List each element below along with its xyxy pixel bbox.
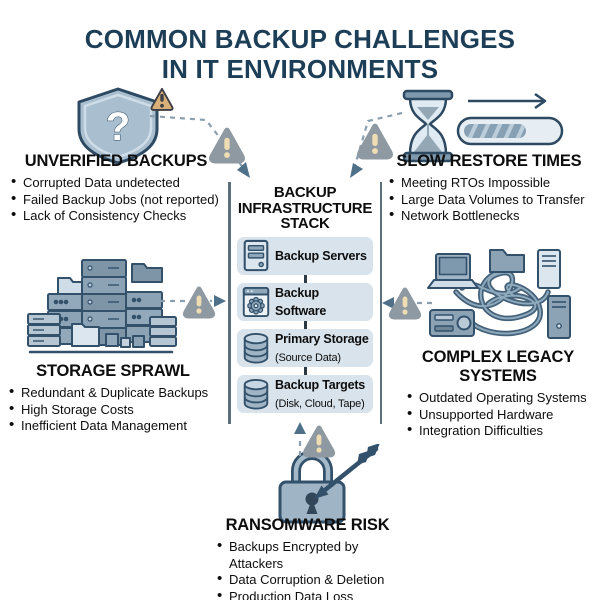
section-slow-restore-times: SLOW RESTORE TIMES Meeting RTOs Impossib…: [388, 152, 590, 225]
bullet-item: Failed Backup Jobs (not reported): [10, 191, 222, 209]
bullet-item: Backups Encrypted by Attackers: [216, 538, 415, 572]
layer-connector: [303, 320, 307, 329]
tangled-cables-icon: [427, 249, 571, 339]
svg-text:?: ?: [106, 105, 130, 149]
warning-triangle-icon: [391, 290, 418, 317]
page-title-line1: COMMON BACKUP CHALLENGES: [84, 24, 516, 54]
stack-title-line3: STACK: [280, 215, 330, 232]
layer-connector: [303, 274, 307, 283]
bullet-item: Lack of Consistency Checks: [10, 207, 222, 225]
stack-layers: Backup Servers: [228, 236, 382, 413]
layer-label: Backup Servers: [275, 248, 367, 263]
bullet-list: Meeting RTOs Impossible Large Data Volum…: [388, 174, 590, 225]
warning-triangle-icon: [150, 87, 174, 111]
bullet-list: Backups Encrypted by Attackers Data Corr…: [200, 538, 415, 600]
fast-forward-arrow-icon: [468, 92, 547, 110]
arrowhead-into-stack-right: [350, 163, 363, 178]
server-tower-icon: [237, 239, 275, 273]
stack-title-line2: INFRASTRUCTURE: [237, 199, 373, 217]
shield-question-icon: ?: [77, 87, 174, 165]
layer-backup-servers: Backup Servers: [237, 236, 373, 275]
arrowhead-into-stack-left: [237, 162, 250, 178]
backup-infrastructure-stack: BACKUP INFRASTRUCTURE STACK Backup Serve…: [228, 182, 382, 424]
bullet-item: Outdated Operating Systems: [406, 389, 598, 407]
layer-label: Backup Software: [275, 285, 327, 318]
software-gear-icon: [237, 285, 275, 319]
bullet-item: Redundant & Duplicate Backups: [8, 384, 218, 402]
bullet-list: Redundant & Duplicate Backups High Stora…: [8, 384, 218, 435]
layer-label: Backup Targets: [275, 377, 366, 392]
bullet-item: Unsupported Hardware: [406, 406, 598, 424]
bullet-item: Meeting RTOs Impossible: [388, 174, 590, 192]
section-heading: COMPLEX LEGACY SYSTEMS: [421, 348, 575, 385]
section-unverified-backups: UNVERIFIED BACKUPS Corrupted Data undete…: [10, 152, 222, 225]
arrowhead-from-legacy: [382, 297, 394, 309]
layer-label: Primary Storage: [275, 331, 369, 346]
bullet-item: Data Corruption & Deletion: [216, 571, 415, 589]
bullet-item: Large Data Volumes to Transfer: [388, 191, 590, 209]
bullet-item: Corrupted Data undetected: [10, 174, 222, 192]
layer-text: Backup Targets (Disk, Cloud, Tape): [275, 376, 373, 412]
bullet-list: Corrupted Data undetected Failed Backup …: [10, 174, 222, 225]
layer-sublabel: (Source Data): [275, 351, 341, 364]
bullet-item: High Storage Costs: [8, 401, 218, 419]
layer-text: Backup Software: [275, 284, 373, 320]
attack-arrow-icon: [314, 444, 380, 499]
bullet-item: Network Bottlenecks: [388, 207, 590, 225]
database-icon: [237, 331, 275, 365]
stack-title-line1: BACKUP: [273, 184, 337, 201]
arrowhead-from-sprawl: [214, 295, 226, 307]
database-icon: [237, 377, 275, 411]
server-sprawl-icon: [27, 259, 177, 354]
bullet-item: Production Data Loss: [216, 588, 415, 600]
layer-backup-software: Backup Software: [237, 282, 373, 321]
bullet-item: Inefficient Data Management: [8, 417, 218, 435]
progress-bar-icon: [456, 116, 564, 146]
stack-title: BACKUP INFRASTRUCTURE STACK: [228, 182, 382, 232]
section-complex-legacy-systems: COMPLEX LEGACY SYSTEMS Outdated Operatin…: [398, 348, 598, 440]
layer-sublabel: (Disk, Cloud, Tape): [275, 397, 365, 410]
section-heading: SLOW RESTORE TIMES: [396, 152, 582, 170]
warning-triangle-icon: [185, 289, 212, 316]
hourglass-progress-icon: [402, 89, 564, 163]
layer-primary-storage: Primary Storage (Source Data): [237, 328, 373, 367]
padlock-arrow-icon: [278, 444, 380, 524]
stack-bracket-left: [228, 182, 231, 424]
warning-triangle-icon: [360, 126, 390, 156]
stack-bracket-right: [379, 182, 382, 424]
section-ransomware-risk: RANSOMWARE RISK Backups Encrypted by Att…: [200, 516, 415, 600]
bullet-list: Outdated Operating Systems Unsupported H…: [398, 389, 598, 440]
layer-text: Primary Storage (Source Data): [275, 330, 373, 366]
bullet-item: Integration Difficulties: [406, 422, 598, 440]
legacy-computer-icon: [427, 249, 571, 339]
layer-connector: [303, 366, 307, 375]
page-title-line2: IN IT ENVIRONMENTS: [161, 54, 439, 84]
section-heading: STORAGE SPRAWL: [36, 362, 190, 380]
layer-text: Backup Servers: [275, 247, 373, 265]
section-heading: UNVERIFIED BACKUPS: [24, 152, 208, 170]
layer-backup-targets: Backup Targets (Disk, Cloud, Tape): [237, 374, 373, 413]
section-storage-sprawl: STORAGE SPRAWL Redundant & Duplicate Bac…: [8, 362, 218, 435]
section-heading: RANSOMWARE RISK: [225, 516, 390, 534]
